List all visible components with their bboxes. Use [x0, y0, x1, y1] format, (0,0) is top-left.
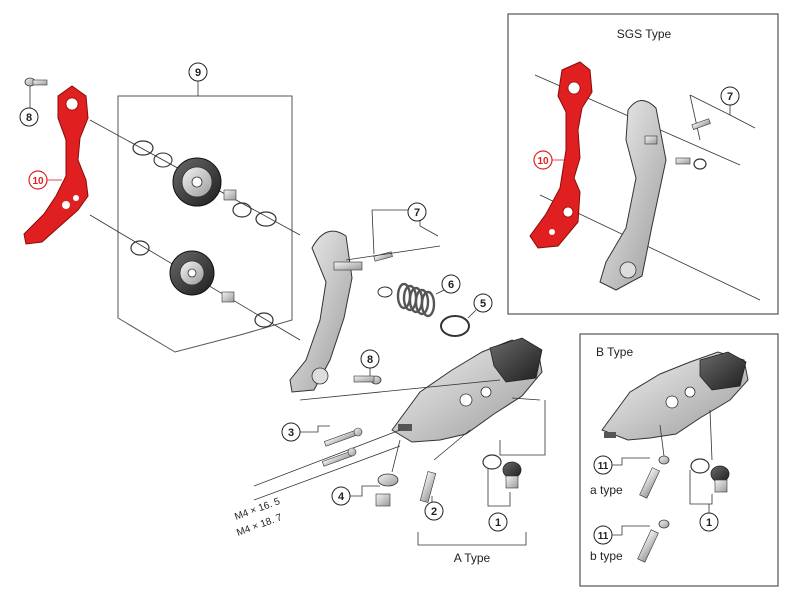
inner-cage-plate: 7	[289, 202, 441, 393]
cable-fixing: 4	[331, 473, 399, 507]
b-a-type-label: a type	[590, 483, 623, 497]
callout-6-circle	[441, 274, 461, 294]
a-type-label: A Type	[454, 551, 491, 565]
sgs-callout-7-circle	[720, 86, 740, 106]
pulley-box-outline	[117, 95, 293, 353]
main-hanger: 8 10	[19, 77, 89, 245]
sgs-pin	[644, 118, 711, 170]
main-hanger-highlight	[23, 85, 89, 245]
sgs-panel-title: SGS Type	[617, 27, 672, 41]
callout-6: 6	[448, 279, 454, 291]
callout-5-circle	[473, 293, 493, 313]
callout-1-circle	[488, 512, 508, 532]
callout-9-circle	[188, 62, 208, 82]
callout-1: 1	[495, 517, 501, 529]
hanger-screw	[24, 77, 48, 108]
sgs-callout-10: 10	[537, 156, 549, 167]
b-type-panel: B Type 11 a type	[579, 333, 779, 587]
spring-and-ring: 6 5	[377, 274, 493, 337]
callout-2-circle	[424, 501, 444, 521]
b-a-type-bolt	[639, 455, 670, 499]
callout-4-circle	[331, 486, 351, 506]
pivot-screw	[353, 368, 382, 385]
sgs-panel-border	[507, 13, 779, 315]
lower-pulley	[130, 240, 274, 328]
callout-7-circle	[407, 202, 427, 222]
body-ring	[440, 315, 470, 337]
callout-10: 10	[32, 176, 44, 187]
b-callout-1: 1	[706, 517, 712, 529]
sgs-callout-7: 7	[727, 91, 733, 103]
sgs-hanger-highlight	[529, 61, 593, 249]
callout-8-mid-circle	[360, 349, 380, 369]
adjustment-bolts: 3 M4 × 16. 5 M4 × 18. 7	[233, 422, 401, 539]
callout-8-top-circle	[19, 107, 39, 127]
b-panel-title: B Type	[596, 345, 633, 359]
callout-8-mid: 8	[367, 354, 373, 366]
b-callout-11b: 11	[598, 531, 609, 542]
sgs-cage-plate	[599, 100, 667, 291]
b-panel-border	[579, 333, 779, 587]
b-washer-plug	[689, 458, 730, 505]
callout-3-circle	[281, 422, 301, 442]
callout-5: 5	[480, 298, 486, 310]
a-type-bracket	[417, 532, 527, 546]
callout-2: 2	[431, 506, 437, 518]
b-callout-11a: 11	[598, 461, 609, 472]
b-b-type-label: b type	[590, 549, 623, 563]
return-spring	[396, 282, 436, 318]
b-b-type-bolt	[637, 519, 670, 563]
callout-8-top: 8	[26, 112, 32, 124]
sgs-type-panel: SGS Type 7 10	[507, 13, 779, 315]
a-type-group: 2 1 A Type	[417, 454, 527, 565]
pulley-assembly-box: 9	[89, 62, 301, 353]
a-washer-plug	[482, 454, 522, 507]
callout-9: 9	[195, 67, 201, 79]
callout-3: 3	[288, 427, 294, 439]
derailleur-body: 8	[299, 337, 546, 473]
callout-7: 7	[414, 207, 420, 219]
upper-pulley	[132, 140, 277, 227]
callout-4: 4	[338, 491, 345, 503]
